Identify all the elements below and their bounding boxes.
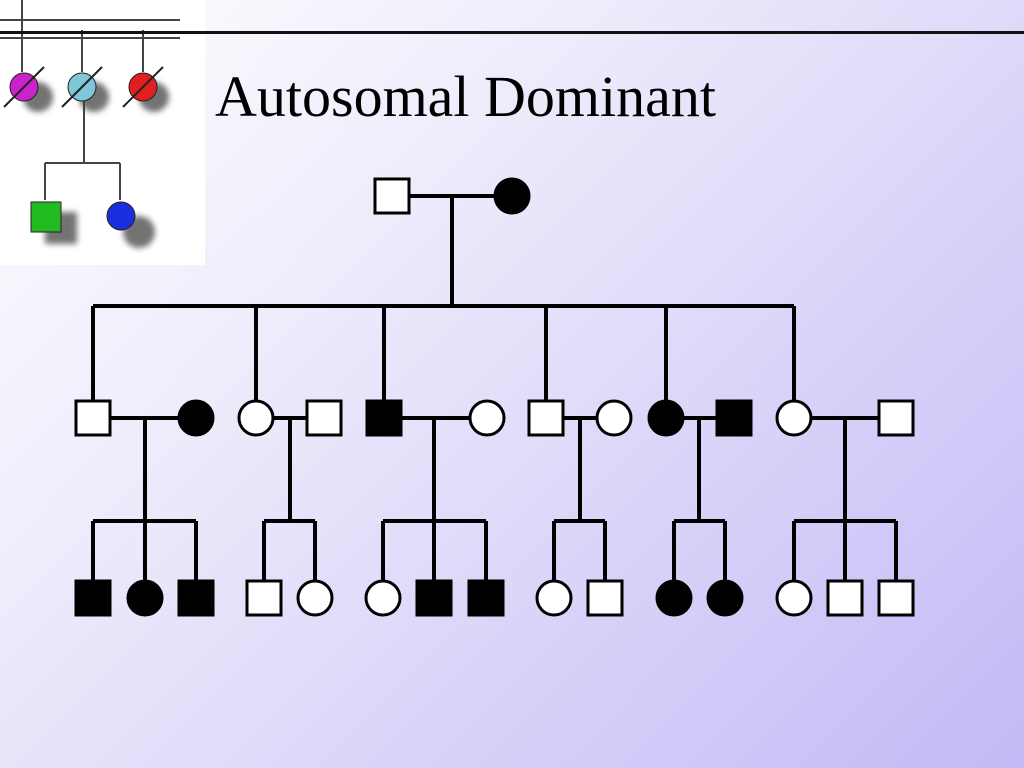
gen2-spouse-unaffected-male-square bbox=[877, 399, 915, 437]
gen3-child-unaffected-male-square bbox=[877, 579, 915, 617]
pedigree-logo-icon bbox=[0, 0, 180, 248]
gen2-person-affected-male-square bbox=[365, 399, 403, 437]
gen3-child-affected-male-square bbox=[467, 579, 505, 617]
gen3-child-unaffected-male-square bbox=[245, 579, 283, 617]
gen3-child-unaffected-female-circle bbox=[364, 579, 402, 617]
gen3-child-affected-male-square bbox=[74, 579, 112, 617]
gen2-spouse-affected-female-circle bbox=[177, 399, 215, 437]
gen2-spouse-affected-male-square bbox=[715, 399, 753, 437]
gen2-person-unaffected-male-square bbox=[527, 399, 565, 437]
title-rule bbox=[0, 31, 1024, 34]
gen3-child-affected-female-circle bbox=[706, 579, 744, 617]
gen3-child-affected-female-circle bbox=[126, 579, 164, 617]
gen2-person-unaffected-male-square bbox=[74, 399, 112, 437]
gen2-person-affected-female-circle bbox=[647, 399, 685, 437]
gen2-person-unaffected-female-circle bbox=[237, 399, 275, 437]
gen3-child-unaffected-male-square bbox=[586, 579, 624, 617]
gen3-child-affected-male-square bbox=[177, 579, 215, 617]
gen3-child-unaffected-female-circle bbox=[535, 579, 573, 617]
gen3-child-affected-male-square bbox=[415, 579, 453, 617]
pedigree-logo bbox=[0, 0, 205, 265]
gen3-child-affected-female-circle bbox=[655, 579, 693, 617]
gen2-spouse-unaffected-female-circle bbox=[595, 399, 633, 437]
gen3-child-unaffected-female-circle bbox=[296, 579, 334, 617]
gen3-child-unaffected-male-square bbox=[826, 579, 864, 617]
gen2-person-unaffected-female-circle bbox=[775, 399, 813, 437]
page-title: Autosomal Dominant bbox=[215, 64, 717, 129]
gen2-spouse-unaffected-female-circle bbox=[468, 399, 506, 437]
gen2-spouse-unaffected-male-square bbox=[305, 399, 343, 437]
gen1-mother-affected-female-circle bbox=[493, 177, 531, 215]
gen3-child-unaffected-female-circle bbox=[775, 579, 813, 617]
gen1-father-unaffected-male-square bbox=[373, 177, 411, 215]
